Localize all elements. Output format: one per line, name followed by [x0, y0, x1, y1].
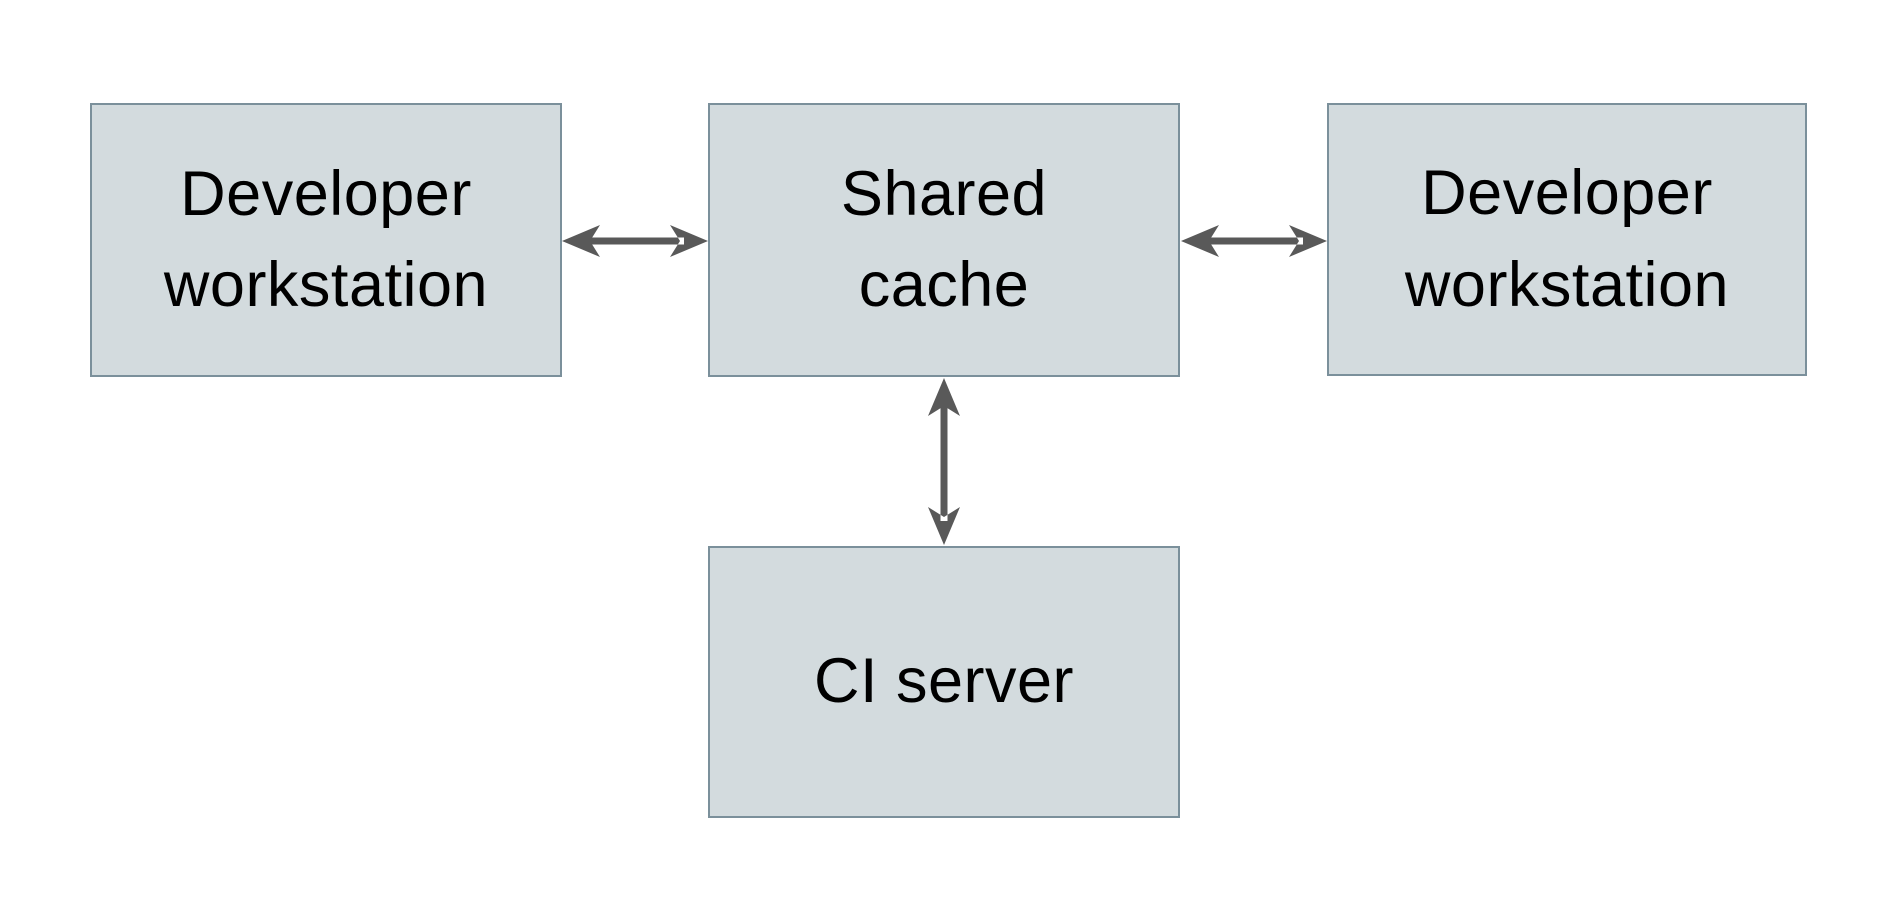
bidirectional-arrow-left-cache [562, 225, 708, 257]
node-label-line: CI server [813, 646, 1075, 717]
node-developer-workstation-left: Developer workstation [90, 103, 562, 377]
node-label-line: Developer [180, 158, 472, 229]
node-label-line: workstation [163, 250, 489, 320]
node-label-line: cache [858, 250, 1030, 320]
node-label-line: Shared [840, 158, 1048, 229]
node-ci-server: CI server [708, 546, 1180, 818]
node-label-line: workstation [1404, 249, 1730, 320]
node-shared-cache: Shared cache [708, 103, 1180, 377]
bidirectional-arrow-cache-right [1181, 225, 1327, 257]
node-label-line: Developer [1421, 158, 1713, 229]
node-developer-workstation-right: Developer workstation [1327, 103, 1807, 376]
bidirectional-arrow-cache-ci [928, 378, 960, 545]
